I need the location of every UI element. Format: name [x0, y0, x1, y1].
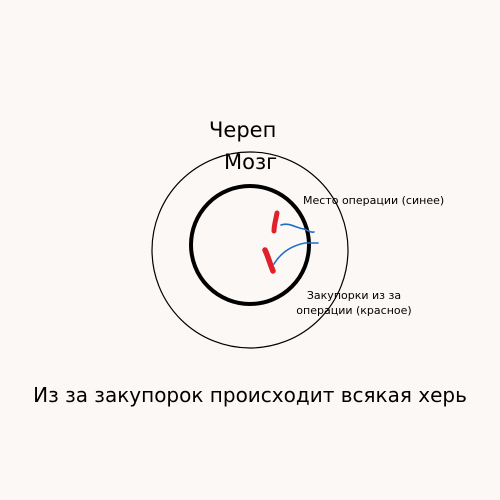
surgery-site-mark-lower: [273, 242, 319, 265]
surgery-site-mark-upper: [280, 223, 315, 233]
brain-outline: [189, 184, 311, 306]
blockage-mark-upper: [271, 210, 280, 234]
blockage-mark-lower: [262, 247, 276, 274]
brain-label: Мозг: [224, 150, 278, 174]
blockages-label: Закупорки из за операции (красное): [296, 289, 412, 317]
surgery-site-label: Место операции (синее): [303, 194, 445, 207]
caption: Из за закупорок происходит всякая херь: [33, 383, 467, 407]
skull-outline: [151, 151, 349, 349]
skull-label: Череп: [209, 118, 277, 142]
